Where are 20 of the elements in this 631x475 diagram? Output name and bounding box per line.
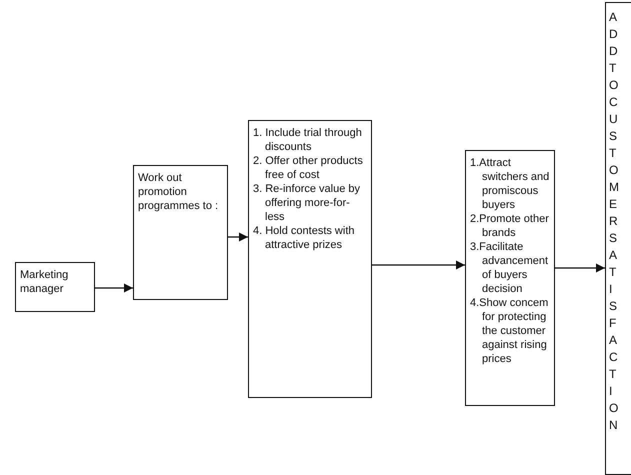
list-item: 4. Hold contests with attractive prizes (253, 224, 356, 252)
list-item: 2.Promote other brands (470, 212, 550, 240)
list-item: 4.Show concem for protecting the customer against rising prices (470, 296, 550, 366)
list-item: 3. Re-inforce value by offering more-for-less (253, 182, 361, 224)
list-box (248, 120, 372, 398)
box-text: Marketing manager (20, 268, 70, 296)
arrow (372, 260, 465, 270)
list-item: 3.Facilitate advancement of buyers decision (470, 240, 550, 296)
list-item: 1. Include trial through discounts (253, 126, 363, 154)
result-box (605, 2, 631, 475)
process-box (133, 165, 228, 300)
list-box (465, 150, 555, 406)
vertical-text: ADD TO CUSTOMER SATISFACTION (609, 9, 620, 434)
arrow (228, 232, 248, 242)
box-text: Work out promotion programmes to : (138, 171, 220, 213)
arrow (95, 284, 133, 292)
list-item: 1.Attract switchers and promiscous buyers (470, 156, 550, 212)
arrow (555, 264, 605, 272)
list-item: 2. Offer other products free of cost (253, 154, 364, 182)
process-box (15, 262, 95, 312)
